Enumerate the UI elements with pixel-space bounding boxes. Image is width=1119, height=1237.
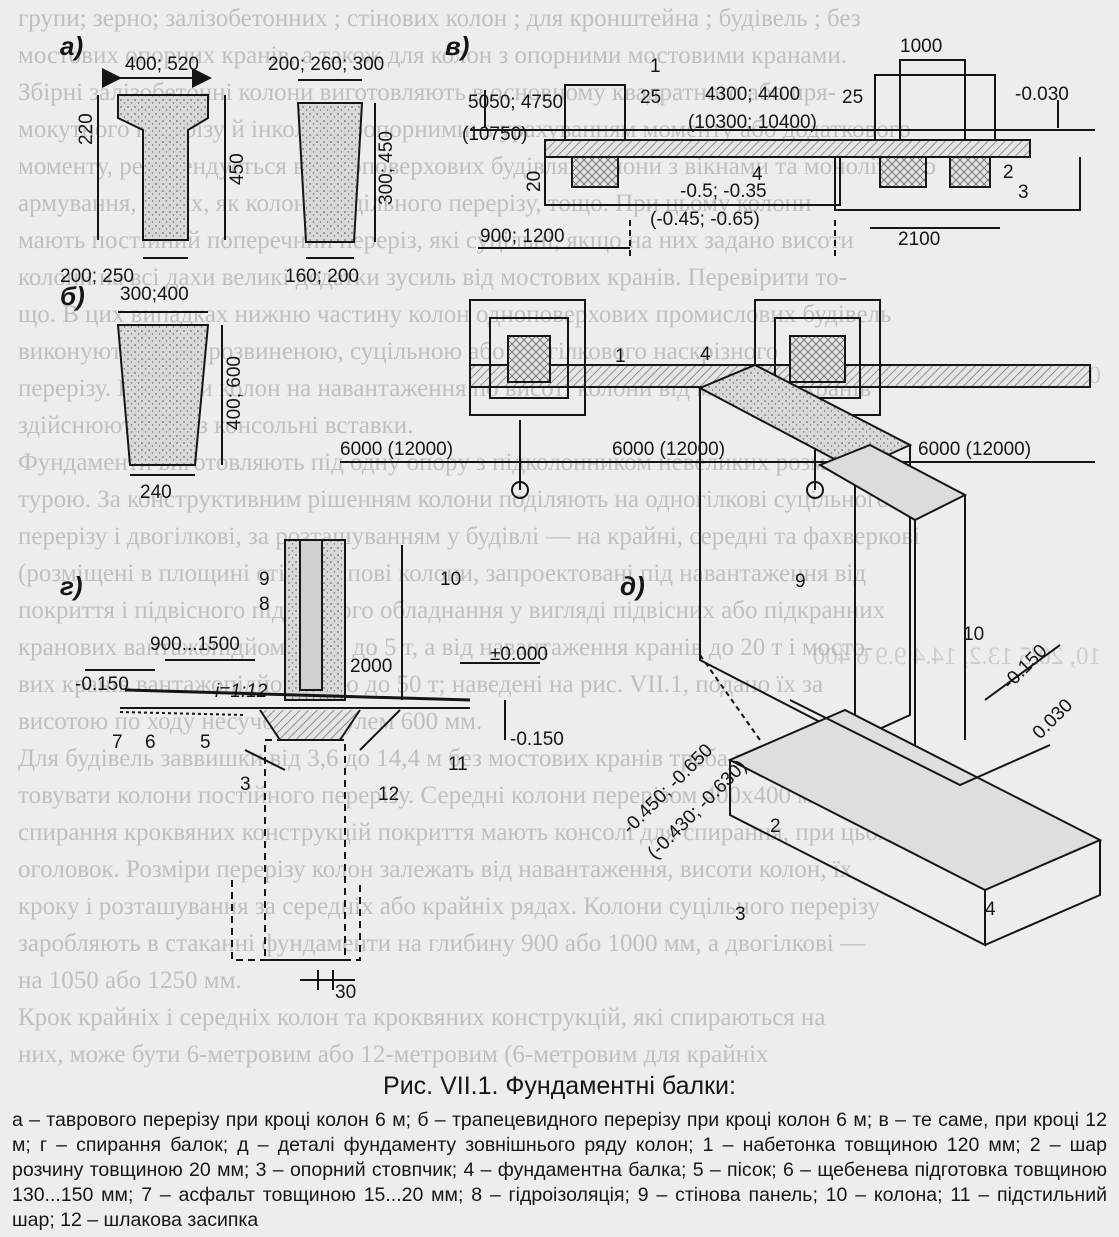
callout-g-5: 5 [200, 732, 211, 753]
background-text-line: здійснюють через консольні вставки. [18, 412, 414, 439]
figure-caption-legend: а – таврового перерізу при кроці колон 6… [12, 1109, 1107, 1231]
panel-v-plan [340, 299, 1095, 499]
dim-v-pad: 20 [524, 171, 545, 192]
panel-a2 [296, 79, 376, 259]
dim-b-height: 400; 600 [224, 356, 245, 430]
background-text-line: що. В цих випадках нижню частину колон о… [18, 301, 892, 328]
background-text-line: Для будівель заввишки від 3,6 до 14,4 м … [18, 745, 852, 772]
callout-g-10: 10 [440, 569, 461, 590]
dim-v-gap-right: 25 [842, 87, 863, 108]
callout-g-11: 11 [448, 754, 468, 775]
dim-v-mid-span-alt: (10300; 10400) [688, 112, 817, 133]
panel-v-elevation [470, 59, 1095, 260]
callout-g-3: 3 [240, 774, 251, 795]
callout-d-10: 10 [963, 624, 984, 645]
dim-g-slope: i=1:12 [215, 681, 268, 702]
dim-a-height: 450 [227, 153, 248, 185]
background-text-line: оголовок. Розміри перерізу колон залежат… [18, 856, 853, 883]
panel-g [85, 539, 540, 990]
dim-v-grid-left: 6000 (12000) [340, 439, 453, 460]
dim-v-level-top: -0.030 [1015, 84, 1069, 105]
background-text-line: кроку і розташування за середніх або кра… [18, 893, 880, 920]
figure-caption-title: Рис. VII.1. Фундаментні балки: [383, 1072, 736, 1100]
background-text-line: групи; зерно; залізобетонних ; стінових … [18, 5, 861, 32]
panel-a [97, 68, 226, 259]
dim-v-mid-span: 4300; 4400 [705, 84, 800, 105]
background-text-line: покриття і підвісного підйомного обладна… [18, 597, 886, 624]
panel-d [697, 363, 1103, 947]
dim-v-grid-mid: 6000 (12000) [612, 439, 725, 460]
background-text-line: них, може бути 6-метровим або 12-метрови… [18, 1041, 769, 1068]
dim-v-left-span: 5050; 4750 [468, 92, 563, 113]
callout-g-12: 12 [378, 784, 399, 805]
dim-a2-top: 200; 260; 300 [268, 54, 384, 75]
dim-a-flange: 220 [76, 113, 97, 145]
background-text-line: перерізу і двогілкові, за розташуванням … [18, 523, 921, 550]
panel-label-g: г) [60, 571, 83, 601]
dim-v-footing-left: 900; 1200 [480, 226, 565, 247]
dim-g-level-zero: ±0.000 [490, 644, 548, 665]
callout-g-6: 6 [145, 732, 156, 753]
panel-b [116, 311, 223, 476]
dim-g-extent: 900...1500 [150, 634, 240, 655]
dim-v-level-low-alt: (-0.45; -0.65) [650, 209, 760, 230]
dim-v-footing-right: 2100 [898, 229, 940, 250]
background-text-line: турою. За конструктивним рішенням колони… [18, 486, 890, 513]
callout-d-3: 3 [735, 904, 746, 925]
panel-label-d: д) [620, 571, 645, 601]
background-text-line: спирання кроквяних конструкцій покриття … [18, 819, 906, 846]
background-text-line: висотою по ходу несучого модулем 600 мм. [18, 708, 483, 735]
dim-g-span: 2000 [350, 656, 392, 677]
callout-d-4: 4 [985, 899, 996, 920]
dim-g-gap: 30 [335, 982, 356, 1003]
callout-v-plan-4: 4 [700, 344, 711, 365]
dim-v-grid-right: 6000 (12000) [918, 439, 1031, 460]
panel-label-a: а) [60, 31, 83, 61]
dim-a-bottom: 200; 250 [60, 266, 134, 287]
callout-v-3: 3 [1018, 182, 1029, 203]
callout-v-2: 2 [1003, 162, 1014, 183]
panel-label-b: б) [60, 281, 85, 311]
dim-v-level-low: -0.5; -0.35 [680, 181, 767, 202]
panel-label-v: в) [445, 31, 469, 61]
background-text-line: мостових опорних кранів, а також для кол… [18, 42, 848, 69]
callout-g-9: 9 [259, 569, 270, 590]
dim-g-level-left: -0.150 [75, 674, 129, 695]
callout-v-4: 4 [752, 164, 763, 185]
background-text-line: товувати колони постійного перерізу. Сер… [18, 782, 909, 809]
background-text-line: колони на всі дахи великі додатки зусиль… [18, 264, 847, 291]
dim-v-left-span-alt: (10750) [462, 124, 528, 145]
background-text-line: кранових вантажопідйомністю до 5 т, а ві… [18, 634, 874, 661]
dim-g-level-right: -0.150 [510, 729, 564, 750]
callout-v-plan-1: 1 [615, 346, 626, 367]
dim-d-1: -0.150 [999, 641, 1052, 694]
background-text-line: заробляють в стаканні фундаменти на глиб… [18, 930, 866, 957]
callout-d-2: 2 [770, 816, 781, 837]
dim-a2-bottom: 160; 200 [285, 266, 359, 287]
callout-g-7: 7 [112, 732, 123, 753]
dim-v-column-width: 1000 [900, 36, 942, 57]
callout-v-1: 1 [650, 56, 661, 77]
background-text-line: вих кранів вантажопідйомністю до 50 т; н… [18, 671, 824, 698]
dim-d-2: 0.030 [1029, 695, 1077, 743]
callout-d-9: 9 [795, 571, 806, 592]
background-text-line: (розміщені в площині стін). Типові колон… [18, 560, 867, 587]
dim-b-bottom: 240 [140, 482, 172, 503]
dim-a2-height: 300; 450 [376, 131, 397, 205]
background-text-line: Крок крайніх і середніх колон та кроквян… [18, 1004, 826, 1031]
dim-b-top: 300;400 [120, 284, 189, 305]
dim-a-top: 400; 520 [125, 54, 199, 75]
callout-g-8: 8 [259, 594, 270, 615]
dim-v-gap-left: 25 [640, 87, 661, 108]
background-text-line: на 1050 або 1250 мм. [18, 967, 242, 994]
